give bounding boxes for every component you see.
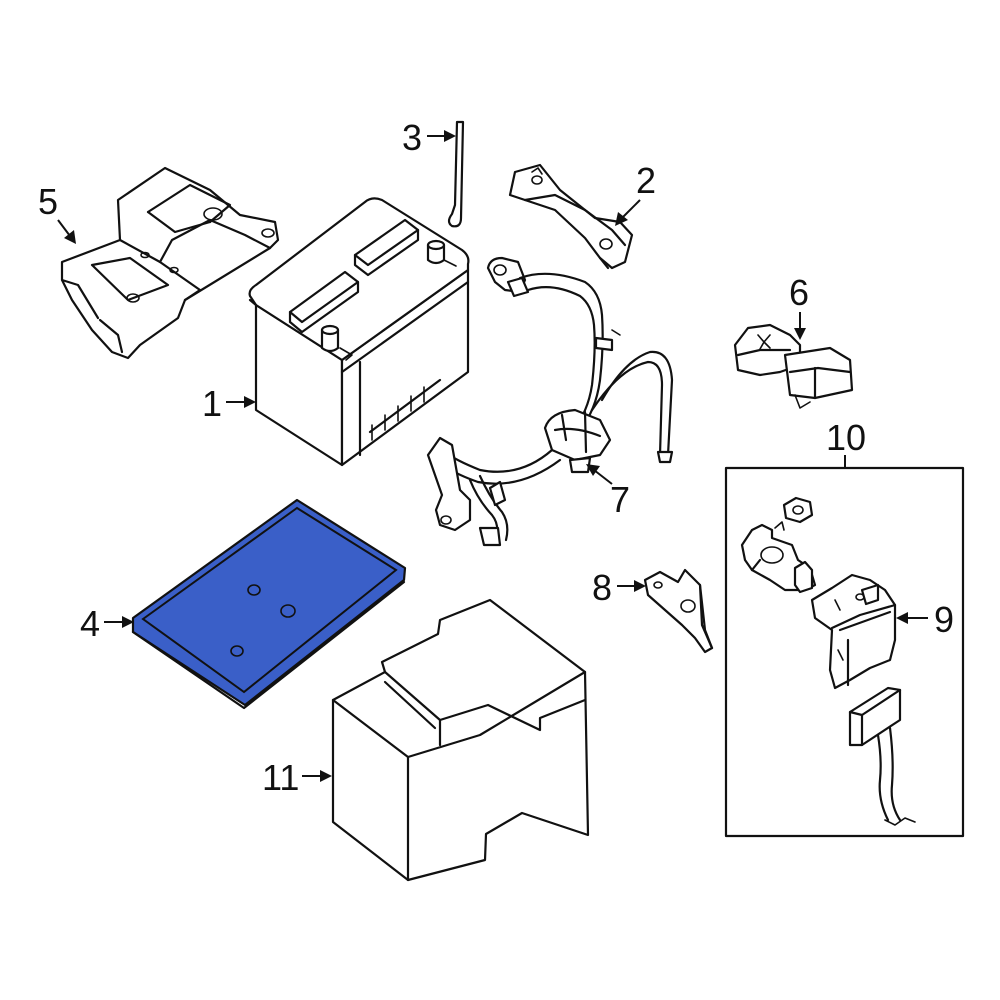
callout-4: 4	[80, 603, 134, 644]
part-4-tray-pad[interactable]	[131, 498, 407, 710]
callout-7-label: 7	[610, 479, 630, 520]
callout-2: 2	[615, 160, 656, 226]
callout-8-label: 8	[592, 567, 612, 608]
callout-11: 11	[262, 757, 332, 798]
callout-6: 6	[789, 272, 809, 340]
callout-10-label: 10	[826, 417, 866, 458]
callout-1: 1	[202, 383, 256, 424]
part-9-fuse-block[interactable]	[810, 573, 916, 826]
part-4-hole	[280, 604, 296, 618]
part-1-battery[interactable]	[248, 197, 470, 467]
callout-2-label: 2	[636, 160, 656, 201]
part-5-tray-bracket[interactable]	[60, 166, 280, 360]
part-4-hole	[230, 645, 244, 657]
part-4-inner-panel	[141, 506, 398, 694]
callout-7: 7	[586, 464, 630, 520]
callout-5-label: 5	[38, 181, 58, 222]
part-8-bracket-plate[interactable]	[643, 568, 714, 654]
part-3-hold-down-rod[interactable]	[447, 120, 465, 228]
part-6-terminal-cover[interactable]	[733, 323, 854, 409]
callout-8: 8	[592, 567, 646, 608]
callout-1-label: 1	[202, 383, 222, 424]
part-2-clamp[interactable]	[508, 163, 634, 270]
part-4-hole	[247, 584, 261, 596]
callout-9-label: 9	[934, 599, 954, 640]
callout-5: 5	[38, 181, 76, 244]
callout-3-label: 3	[402, 117, 422, 158]
callout-11-label: 11	[262, 757, 299, 798]
callout-3: 3	[402, 117, 456, 158]
callout-10: 10	[826, 417, 866, 468]
callout-6-label: 6	[789, 272, 809, 313]
callout-4-label: 4	[80, 603, 100, 644]
part-11-battery-box[interactable]	[331, 598, 590, 882]
callout-9: 9	[896, 599, 954, 640]
part-7-cable-harness[interactable]	[426, 256, 674, 547]
